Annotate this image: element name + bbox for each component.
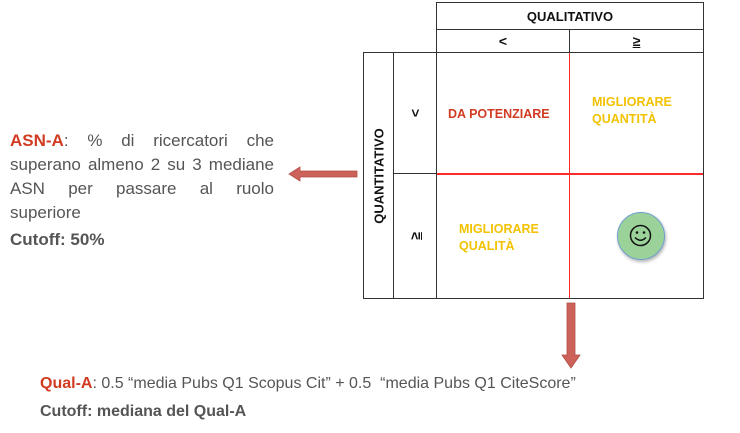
smiley-face-icon	[617, 212, 665, 260]
qual-cutoff: Cutoff: mediana del Qual-A	[40, 403, 247, 420]
row-header-box: QUANTITATIVO	[363, 52, 394, 299]
row-symbol-box-geq: ≥	[393, 173, 437, 299]
asn-text: : % di ricercatori che superano almeno 2…	[10, 131, 274, 222]
column-header-qualitativo: QUALITATIVO	[436, 2, 704, 30]
cell-line: QUANTITÀ	[592, 112, 657, 126]
row-symbol-geq: ≥	[407, 232, 423, 240]
cell-migliorare-quantita: MIGLIORARE QUANTITÀ	[592, 94, 672, 128]
vertical-divider	[569, 53, 570, 298]
qual-text: : 0.5 “media Pubs Q1 Scopus Cit” + 0.5 “…	[92, 375, 576, 392]
asn-description: ASN-A: % di ricercatori che superano alm…	[10, 129, 274, 225]
asn-cutoff: Cutoff: 50%	[10, 230, 105, 249]
cell-da-potenziare: DA POTENZIARE	[448, 107, 550, 121]
cell-migliorare-qualita: MIGLIORARE QUALITÀ	[459, 221, 539, 255]
column-symbol-less: <	[436, 29, 570, 53]
row-symbol-box-less: <	[393, 52, 437, 174]
quadrant-grid	[436, 52, 704, 299]
cell-line: QUALITÀ	[459, 239, 515, 253]
horizontal-divider	[437, 173, 703, 175]
cell-line: MIGLIORARE	[459, 222, 539, 236]
asn-label: ASN-A	[10, 131, 64, 150]
cell-line: MIGLIORARE	[592, 95, 672, 109]
row-header-quantitativo: QUANTITATIVO	[371, 127, 386, 224]
column-symbol-geq: ≥	[569, 29, 704, 53]
down-arrow-icon	[561, 302, 581, 369]
qual-description: Qual-A: 0.5 “media Pubs Q1 Scopus Cit” +…	[40, 375, 576, 393]
row-symbol-less: <	[407, 108, 423, 118]
left-arrow-icon	[288, 166, 358, 182]
qual-label: Qual-A	[40, 375, 93, 392]
